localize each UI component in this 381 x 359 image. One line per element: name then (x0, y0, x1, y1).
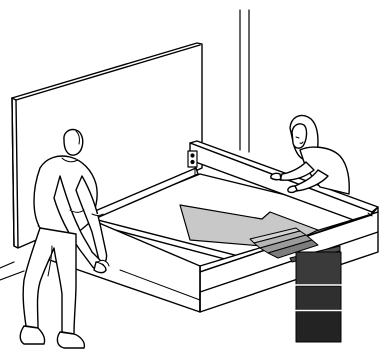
hinge-icon (188, 151, 197, 167)
